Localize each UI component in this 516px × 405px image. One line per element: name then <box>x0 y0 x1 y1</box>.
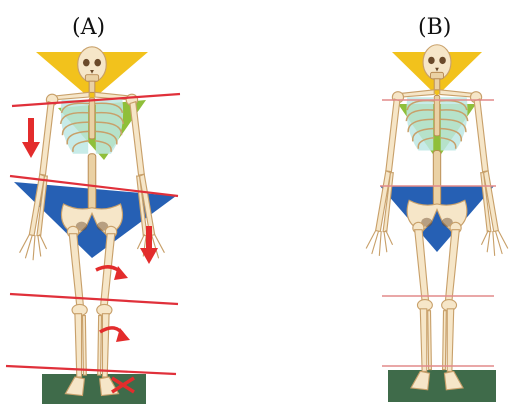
panel-b: (B) <box>366 15 507 402</box>
panel-a: (A) <box>6 15 180 404</box>
panel-a-line-knee <box>10 294 178 304</box>
panel-a-rotation-arrow-thigh <box>96 266 128 280</box>
panel-b-base <box>388 370 496 402</box>
panel-b-label: (B) <box>418 15 451 40</box>
panel-a-line-ankle <box>6 366 176 374</box>
panel-a-label: (A) <box>72 15 105 40</box>
panel-a-down-arrow-left <box>22 118 40 158</box>
